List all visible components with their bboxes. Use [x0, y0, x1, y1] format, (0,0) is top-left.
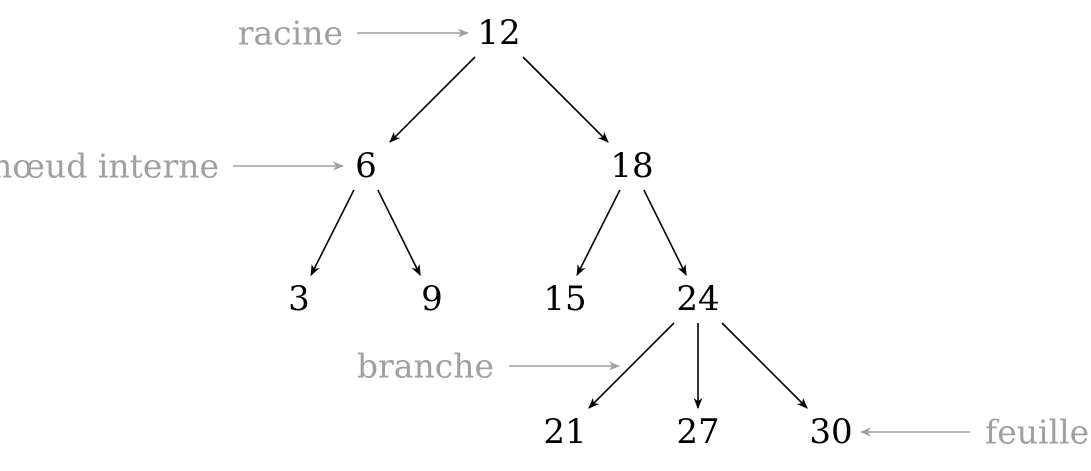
tree-node-30: 30	[809, 412, 852, 452]
annotation-label-interne: nœud interne	[0, 147, 219, 186]
edge-18-to-24	[643, 189, 687, 277]
annotation-arrows-layer	[233, 28, 970, 437]
nodes-layer: 12 6 18 3 9 15 24 21 27 30	[288, 13, 852, 452]
edge-24-to-30	[721, 322, 808, 409]
tree-node-18: 18	[610, 146, 653, 186]
edge-12-to-6	[389, 56, 476, 143]
tree-node-27: 27	[676, 412, 719, 452]
tree-node-12: 12	[477, 13, 520, 53]
edge-6-to-9	[377, 189, 421, 277]
tree-node-9: 9	[421, 279, 443, 319]
edge-6-to-3	[310, 189, 355, 277]
tree-node-15: 15	[543, 279, 586, 319]
annotation-label-feuille: feuille	[985, 413, 1089, 452]
tree-node-24: 24	[676, 279, 719, 319]
tree-node-6: 6	[355, 146, 377, 186]
annotation-label-racine: racine	[238, 14, 343, 53]
annotation-label-branche: branche	[357, 347, 494, 386]
annotation-labels-layer: racine nœud interne branche feuille	[0, 14, 1089, 452]
tree-node-21: 21	[543, 412, 586, 452]
edge-18-to-15	[576, 189, 621, 277]
edge-12-to-18	[522, 56, 609, 143]
edges-layer	[310, 56, 808, 410]
edge-24-to-21	[588, 322, 675, 409]
tree-node-3: 3	[288, 279, 310, 319]
